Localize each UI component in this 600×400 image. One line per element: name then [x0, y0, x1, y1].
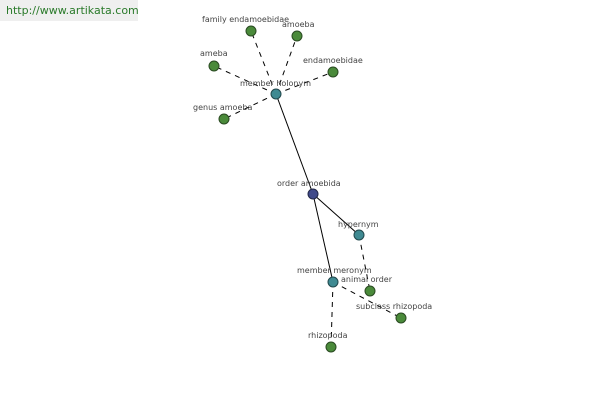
edge-member-holonym-to-family-endamoebidae: [250, 30, 277, 95]
node-endamoebidae[interactable]: [327, 66, 339, 78]
node-label-subclass-rhizopoda[interactable]: subclass rhizopoda: [356, 302, 432, 311]
node-amoeba[interactable]: [291, 30, 303, 42]
edge-member-meronym-to-rhizopoda: [330, 281, 334, 348]
edge-member-holonym-to-ameba: [213, 65, 277, 95]
node-label-family-endamoebidae[interactable]: family endamoebidae: [202, 15, 289, 24]
edge-order-amoebida-to-member-meronym: [312, 193, 334, 283]
node-ameba[interactable]: [208, 60, 220, 72]
edges-layer: [213, 30, 402, 348]
node-label-member-meronym[interactable]: member meronym: [297, 266, 372, 275]
nodes-layer: [208, 25, 407, 353]
node-animal-order[interactable]: [364, 285, 376, 297]
node-label-member-holonym[interactable]: member holonym: [240, 79, 311, 88]
edge-member-holonym-to-amoeba: [275, 35, 298, 95]
node-label-amoeba[interactable]: amoeba: [282, 20, 315, 29]
node-family-endamoebidae[interactable]: [245, 25, 257, 37]
node-label-hypernym[interactable]: hypernym: [338, 220, 379, 229]
source-link[interactable]: http://www.artikata.com: [0, 0, 139, 21]
node-order-amoebida[interactable]: [307, 188, 319, 200]
edge-member-holonym-to-endamoebidae: [275, 71, 334, 95]
node-label-ameba[interactable]: ameba: [200, 49, 228, 58]
edge-order-amoebida-to-member-holonym: [275, 93, 314, 195]
node-label-endamoebidae[interactable]: endamoebidae: [303, 56, 363, 65]
node-label-animal-order[interactable]: animal order: [341, 275, 393, 284]
node-member-holonym[interactable]: [270, 88, 282, 100]
node-subclass-rhizopoda[interactable]: [395, 312, 407, 324]
node-label-order-amoebida[interactable]: order amoebida: [277, 179, 341, 188]
edge-member-meronym-to-subclass-rhizopoda: [332, 281, 402, 319]
node-label-rhizopoda[interactable]: rhizopoda: [308, 331, 348, 340]
node-hypernym[interactable]: [353, 229, 365, 241]
node-rhizopoda[interactable]: [325, 341, 337, 353]
node-member-meronym[interactable]: [327, 276, 339, 288]
edge-order-amoebida-to-hypernym: [312, 193, 360, 236]
node-genus-amoeba[interactable]: [218, 113, 230, 125]
node-label-genus-amoeba[interactable]: genus amoeba: [193, 103, 252, 112]
